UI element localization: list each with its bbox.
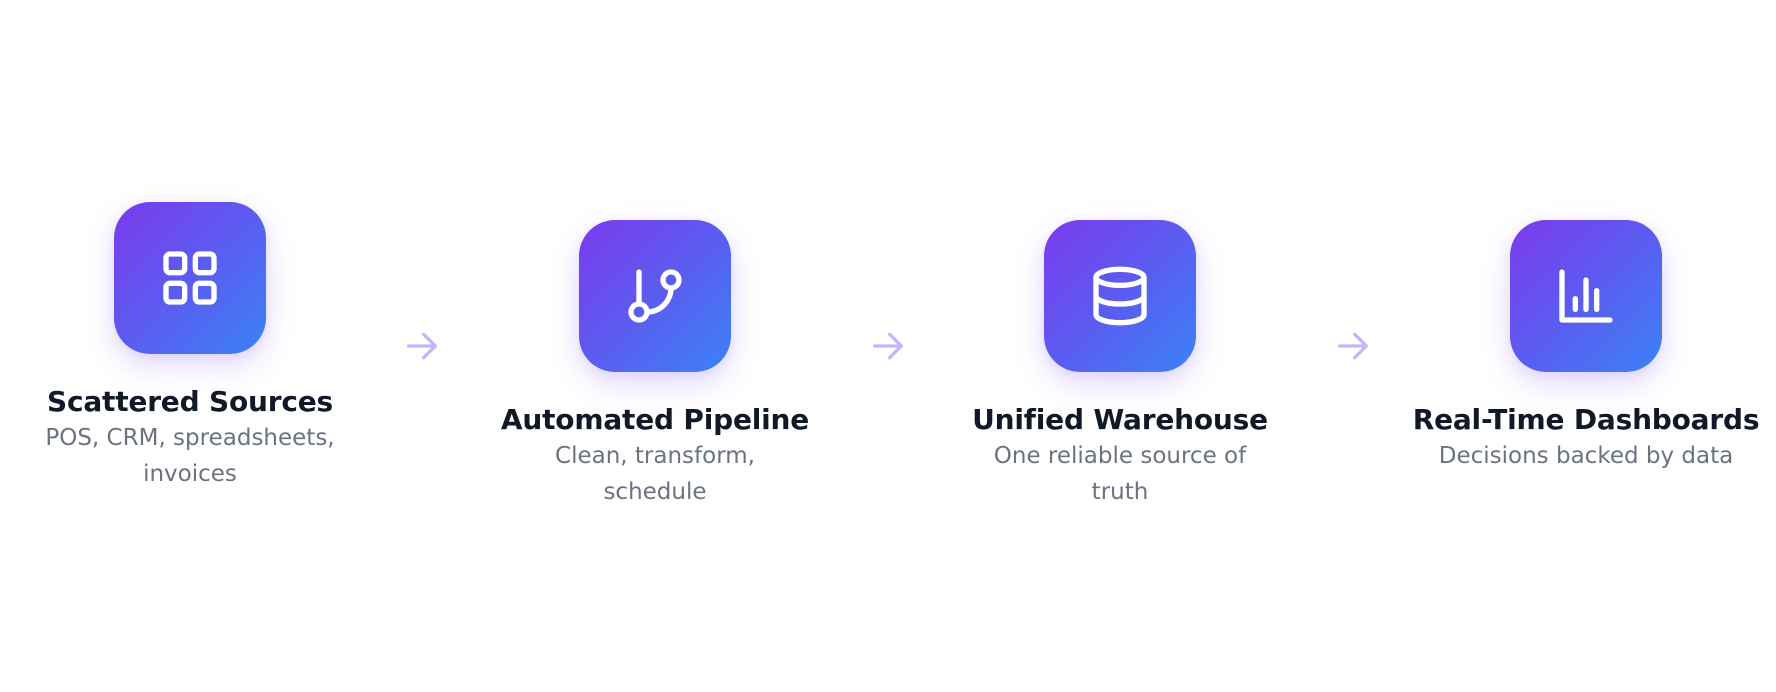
arrow-right-icon (1338, 332, 1368, 360)
step-unified-warehouse: Unified Warehouse One reliable source of… (920, 220, 1320, 510)
step-title: Automated Pipeline (500, 403, 810, 436)
step-description: POS, CRM, spreadsheets, invoices (45, 425, 335, 487)
step-title: Scattered Sources (46, 385, 333, 418)
arrow-right-icon (873, 332, 903, 360)
arrow-right-icon (407, 332, 437, 360)
step-tile (579, 220, 731, 372)
step-automated-pipeline: Automated Pipeline Clean, transform, sch… (455, 220, 855, 510)
grid-icon (163, 251, 217, 305)
step-tile (114, 202, 266, 354)
step-description: Clean, transform, schedule (555, 443, 755, 505)
database-icon (1093, 266, 1147, 326)
step-title: Unified Warehouse (972, 403, 1268, 436)
step-title: Real-Time Dashboards (1412, 403, 1760, 436)
step-tile (1510, 220, 1662, 372)
step-tile (1044, 220, 1196, 372)
git-branch-icon (628, 269, 682, 323)
step-description: Decisions backed by data (1438, 443, 1734, 469)
step-description: One reliable source of truth (993, 443, 1247, 505)
step-scattered-sources: Scattered Sources POS, CRM, spreadsheets… (0, 202, 390, 492)
step-real-time-dashboards: Real-Time Dashboards Decisions backed by… (1386, 220, 1776, 474)
bar-chart-icon (1559, 269, 1613, 323)
